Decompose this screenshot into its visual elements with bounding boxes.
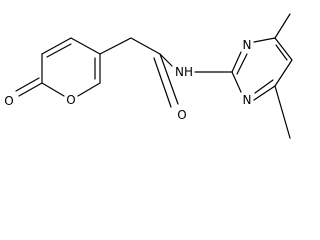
bond-c6-o1 [77, 82, 101, 97]
bond-c5-amide-c [99, 37, 132, 55]
atom-amide-o: O [176, 108, 188, 122]
atom-pyrimidine-n-top-text: N [243, 38, 252, 52]
bond-c6-n1 [253, 85, 276, 101]
bond-c4-c5-double [275, 44, 288, 61]
structure-canvas: O O O NH N N [3, 13, 293, 139]
bond-amide-c-nh [159, 53, 173, 67]
atom-pyrimidine-n-bottom: N [241, 93, 253, 107]
bond-n1-c2 [231, 71, 242, 93]
bond-o1-c2 [41, 82, 65, 97]
bond-c5-c6 [274, 59, 293, 87]
bond-n3-c4 [253, 37, 276, 43]
atom-carbonyl-o-left-text: O [4, 94, 13, 108]
bond-c4-c5 [70, 37, 101, 55]
bond-c4-methyl [274, 13, 291, 39]
atom-pyrimidine-n-bottom-text: N [243, 93, 252, 107]
bond-c2-carbonyl-double [15, 77, 40, 92]
bond-c2-n3-double [236, 53, 248, 75]
bond-c6-n1-double [254, 79, 274, 94]
atom-pyrimidine-n-top: N [241, 38, 253, 52]
bond-c6-methyl [274, 85, 291, 139]
atom-amide-nh: NH [174, 65, 194, 79]
bond-c2-carbonyl [18, 82, 43, 97]
bond-amide-c-o-double [153, 57, 172, 108]
bond-c3-c4-double [46, 43, 72, 58]
bond-c2-n3 [231, 51, 242, 73]
molecule-diagram: O O O NH N N [3, 13, 293, 139]
bond-amide-c-chain [130, 37, 161, 55]
atom-ring-o: O [65, 93, 77, 107]
atom-ring-o-text: O [66, 93, 75, 107]
atom-amide-o-text: O [177, 108, 186, 122]
bond-c4-c5 [274, 37, 293, 61]
bond-amide-c-o [159, 53, 179, 105]
bond-c3-c4 [41, 37, 72, 55]
atom-amide-nh-text: NH [175, 65, 193, 79]
atom-carbonyl-o-left: O [3, 94, 15, 108]
